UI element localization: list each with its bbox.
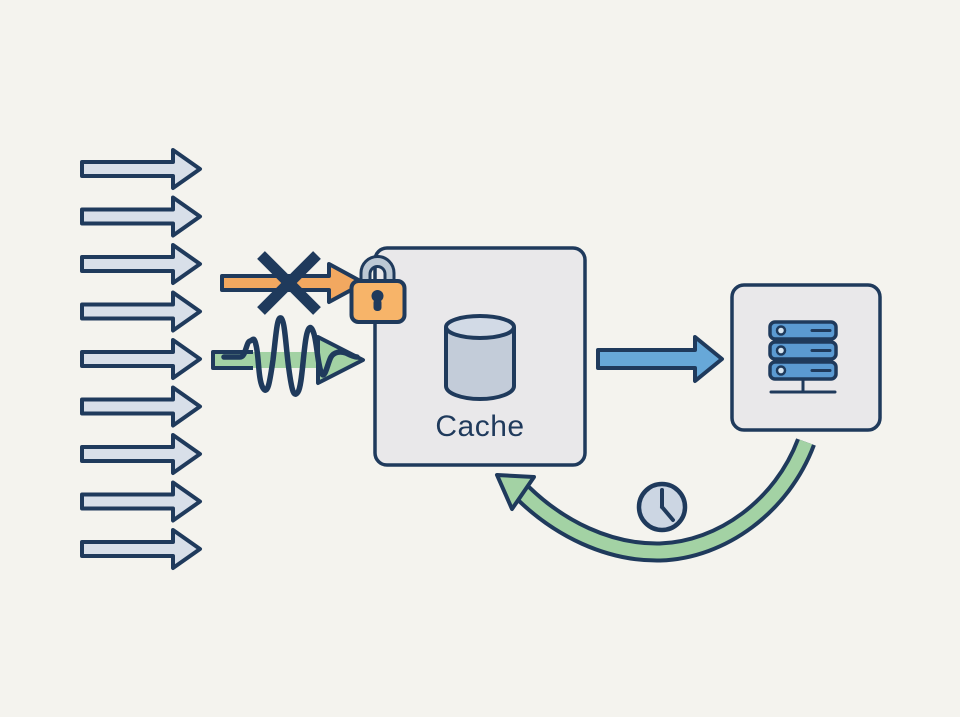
database-cylinder-icon bbox=[444, 314, 516, 401]
refresh-arrow-head bbox=[495, 473, 536, 511]
lock-shackle bbox=[359, 255, 396, 286]
incoming-request-arrows bbox=[80, 148, 202, 570]
lock-keyhole bbox=[371, 290, 384, 302]
cache-to-origin-arrow bbox=[596, 335, 724, 383]
cache-box: Cache bbox=[373, 246, 587, 467]
x-stroke-2 bbox=[257, 251, 321, 315]
lock-keyhole-stem bbox=[373, 299, 382, 311]
clock-icon bbox=[636, 481, 688, 533]
throttled-request-arrow bbox=[211, 315, 365, 397]
blocked-request-arrow bbox=[220, 251, 366, 315]
refresh-cycle-arrow bbox=[495, 438, 816, 563]
throttled-arrow-tail-outline bbox=[211, 350, 253, 370]
x-icon bbox=[257, 251, 321, 315]
server-bar-2 bbox=[768, 340, 838, 361]
cache-label: Cache bbox=[435, 410, 524, 443]
squiggle-wave-icon bbox=[221, 315, 360, 397]
cylinder-body bbox=[444, 327, 516, 401]
server-led-1 bbox=[775, 325, 787, 336]
server-bar-1 bbox=[768, 320, 838, 341]
refresh-arrow-band bbox=[518, 439, 813, 559]
lock-icon bbox=[349, 255, 407, 324]
origin-server-box bbox=[730, 283, 882, 432]
server-rack-icon bbox=[768, 320, 838, 394]
clock-hour-hand bbox=[660, 505, 675, 522]
server-led-2 bbox=[775, 345, 787, 356]
server-led-3 bbox=[775, 365, 787, 376]
cylinder-top bbox=[444, 314, 516, 340]
